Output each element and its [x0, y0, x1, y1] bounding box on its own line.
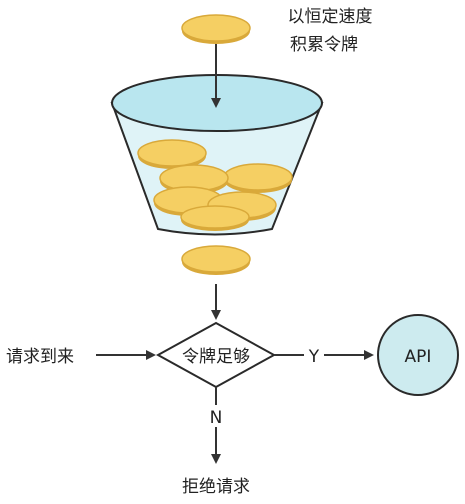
request-arrives-label: 请求到来: [6, 347, 74, 367]
reject-label: 拒绝请求: [182, 477, 250, 497]
no-label-bg: [204, 405, 228, 427]
yes-label-bg: [304, 343, 324, 367]
decision-label: 令牌足够: [182, 347, 250, 367]
coin-icon-incoming: [181, 14, 251, 44]
accumulate-label-line2: 积累令牌: [290, 35, 358, 55]
coin-icon: [137, 139, 207, 169]
api-label: API: [405, 347, 432, 367]
accumulate-label-line1: 以恒定速度: [288, 7, 373, 27]
coin-icon: [180, 205, 250, 231]
api-node: [377, 314, 459, 396]
yes-label: Y: [308, 347, 320, 367]
coin-stack-icon: [137, 139, 293, 231]
coin-icon-outgoing: [181, 245, 251, 275]
no-label: N: [210, 408, 223, 428]
coin-icon: [223, 163, 293, 193]
